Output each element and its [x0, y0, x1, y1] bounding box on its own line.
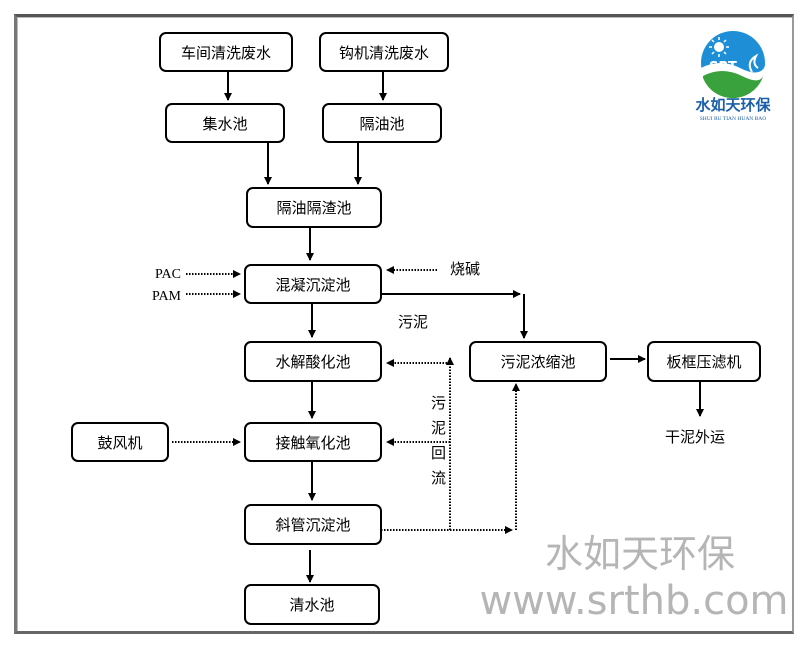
node-inclined-tube-sedimentation-tank: 斜管沉淀池 [244, 504, 382, 545]
edges-dotted [172, 266, 520, 534]
company-logo: SRT 水如天环保 SHUI RU TIAN HUAN BAO [695, 31, 771, 122]
svg-text:污泥浓缩池: 污泥浓缩池 [500, 353, 575, 371]
svg-text:集水池: 集水池 [202, 115, 247, 133]
svg-text:车间清洗废水: 车间清洗废水 [181, 44, 271, 62]
node-collection-tank: 集水池 [165, 103, 285, 143]
svg-text:板框压滤机: 板框压滤机 [666, 353, 741, 371]
label-sludge-return-1: 污 [431, 394, 446, 412]
label-caustic-soda: 烧碱 [450, 260, 480, 278]
label-pam: PAM [152, 289, 182, 304]
svg-text:清水池: 清水池 [289, 596, 334, 614]
label-sludge: 污泥 [398, 313, 428, 331]
svg-text:混凝沉淀池: 混凝沉淀池 [275, 276, 350, 294]
node-plate-frame-filter-press: 板框压滤机 [647, 341, 761, 382]
node-coagulation-sedimentation-tank: 混凝沉淀池 [244, 264, 382, 304]
edges-solid [224, 71, 704, 583]
node-oil-separation-tank: 隔油池 [322, 103, 442, 143]
label-sludge-return-4: 流 [431, 469, 446, 487]
logo-wave-green [703, 71, 764, 99]
logo-name: 水如天环保 [695, 96, 771, 114]
svg-text:斜管沉淀池: 斜管沉淀池 [275, 516, 350, 534]
node-hydrolysis-acidification-tank: 水解酸化池 [244, 341, 382, 382]
label-dry-sludge-out: 干泥外运 [665, 428, 725, 446]
node-workshop-wastewater: 车间清洗废水 [159, 32, 293, 72]
node-hook-wastewater: 钩机清洗废水 [319, 32, 449, 72]
water-drop-icon [748, 53, 759, 73]
node-contact-oxidation-tank: 接触氧化池 [244, 422, 382, 462]
svg-text:隔油池: 隔油池 [359, 115, 404, 133]
logo-abbr: SRT [709, 60, 737, 75]
node-blower: 鼓风机 [71, 422, 169, 462]
sun-icon [709, 37, 729, 57]
label-sludge-return-3: 回 [431, 444, 446, 462]
watermark-url: www.srthb.com [479, 578, 788, 624]
label-pac: PAC [155, 267, 181, 282]
node-clear-water-tank: 清水池 [244, 584, 380, 625]
label-sludge-return-2: 泥 [431, 419, 446, 437]
svg-text:钩机清洗废水: 钩机清洗废水 [339, 44, 429, 62]
node-oil-slag-separation-tank: 隔油隔渣池 [246, 187, 382, 228]
node-sludge-thickening-tank: 污泥浓缩池 [469, 341, 607, 382]
watermark-name: 水如天环保 [545, 532, 735, 576]
logo-pinyin: SHUI RU TIAN HUAN BAO [700, 116, 767, 122]
svg-text:隔油隔渣池: 隔油隔渣池 [276, 199, 351, 217]
svg-text:接触氧化池: 接触氧化池 [275, 434, 350, 452]
svg-text:鼓风机: 鼓风机 [97, 434, 142, 452]
svg-text:水解酸化池: 水解酸化池 [275, 353, 350, 371]
